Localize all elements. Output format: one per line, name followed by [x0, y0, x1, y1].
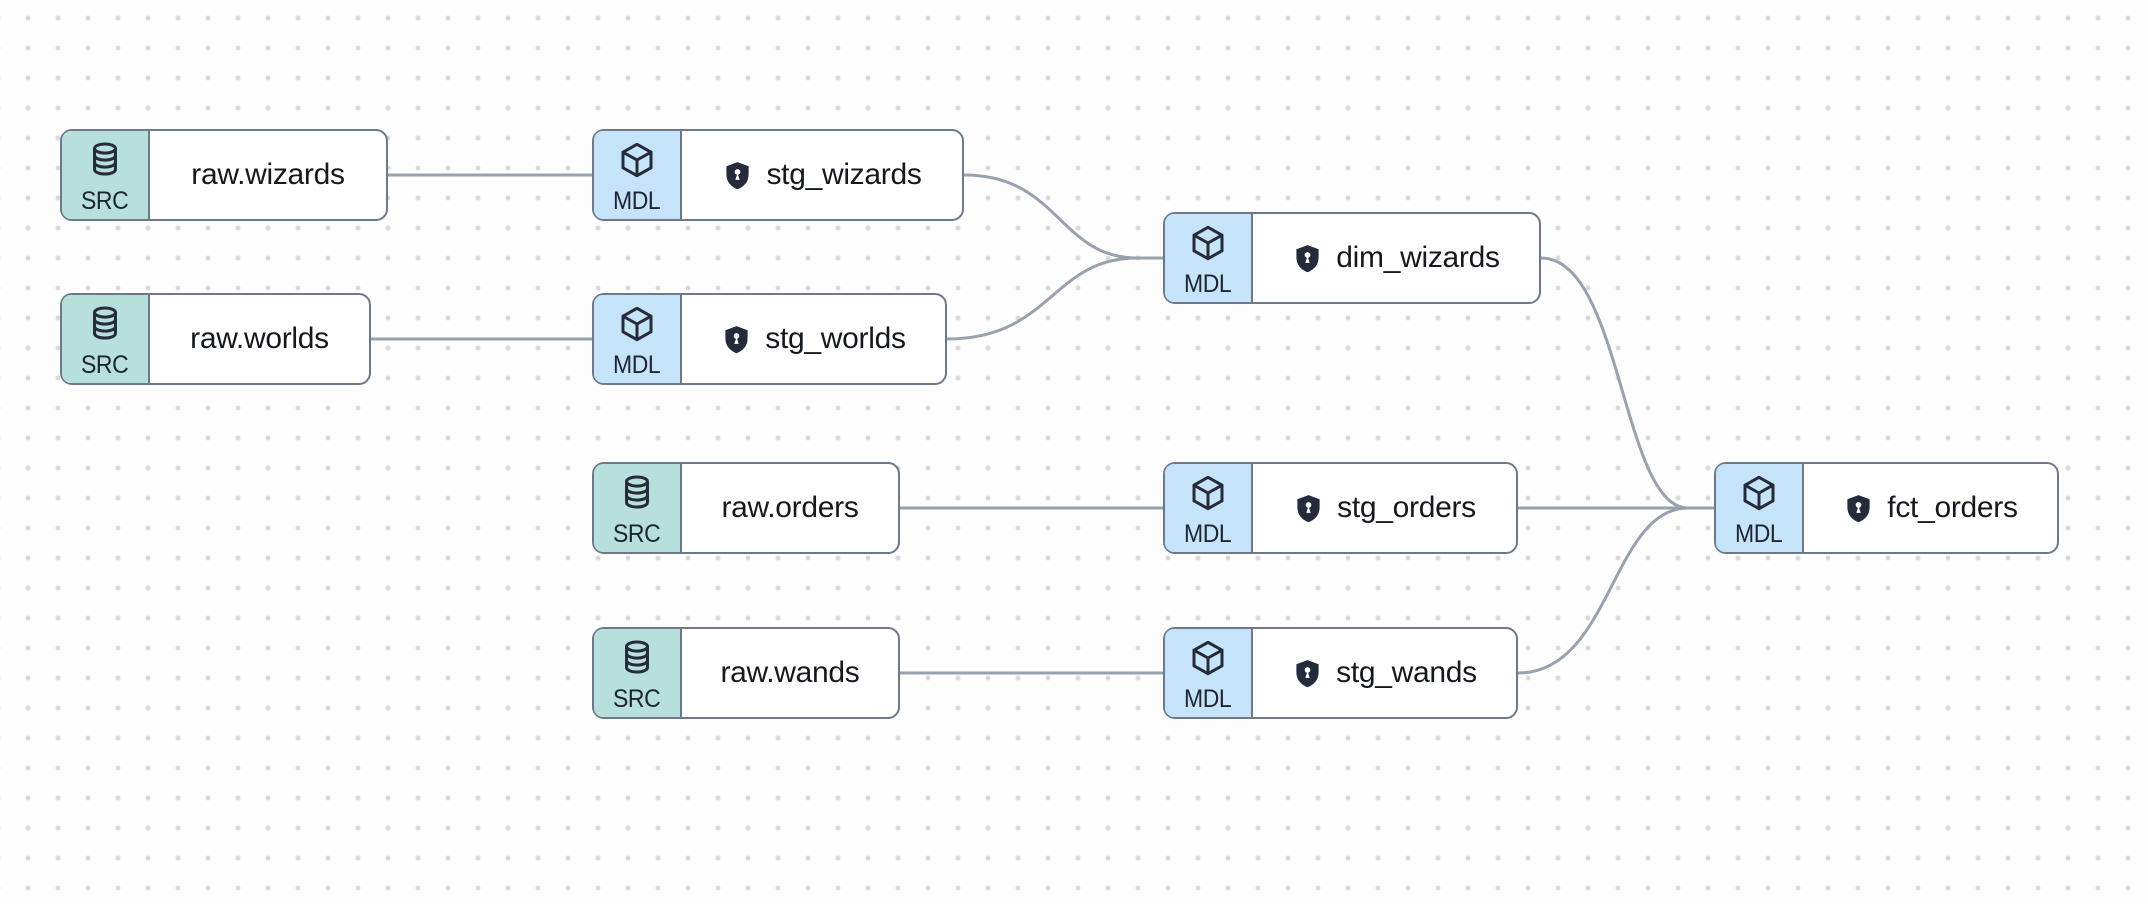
node-name-label: dim_wizards [1336, 241, 1500, 274]
node-body: fct_orders [1804, 464, 2057, 552]
node-body: stg_wizards [682, 131, 962, 219]
edge-stg_wands-to-fct_orders [1516, 506, 1716, 675]
lineage-node-fct_orders[interactable]: MDL fct_orders [1714, 462, 2059, 554]
cube-icon [1188, 638, 1228, 678]
lineage-node-dim_wizards[interactable]: MDL dim_wizards [1163, 212, 1541, 304]
database-icon [618, 473, 656, 511]
node-type-badge: MDL [1165, 464, 1253, 552]
shield-lock-icon [1293, 493, 1324, 524]
node-type-badge: MDL [1165, 629, 1253, 717]
lineage-node-raw_orders[interactable]: SRC raw.orders [592, 462, 900, 554]
shield-lock-icon [1843, 493, 1874, 524]
database-icon [86, 140, 124, 178]
node-type-label: MDL [1184, 270, 1232, 298]
cube-icon [1188, 223, 1228, 263]
lineage-node-stg_wizards[interactable]: MDL stg_wizards [592, 129, 964, 221]
node-body: raw.wands [682, 629, 898, 717]
node-type-badge: SRC [594, 464, 682, 552]
cube-icon [617, 140, 657, 180]
cube-icon [1188, 473, 1228, 513]
edge-dim_wizards-to-fct_orders [1539, 256, 1716, 510]
node-body: stg_orders [1253, 464, 1516, 552]
node-type-badge: MDL [594, 295, 682, 383]
node-name-label: raw.orders [721, 491, 859, 524]
node-type-label: MDL [613, 351, 661, 379]
node-name-label: raw.worlds [190, 322, 329, 355]
node-name-label: raw.wands [720, 656, 860, 689]
cube-icon [617, 304, 657, 344]
database-icon [618, 638, 656, 676]
shield-lock-icon [1292, 658, 1323, 689]
node-type-label: MDL [1184, 685, 1232, 713]
edge-stg_worlds-to-dim_wizards [945, 256, 1165, 341]
node-type-label: SRC [81, 351, 129, 379]
node-type-label: SRC [613, 685, 661, 713]
node-type-badge: MDL [594, 131, 682, 219]
node-name-label: raw.wizards [191, 158, 345, 191]
lineage-node-raw_wands[interactable]: SRC raw.wands [592, 627, 900, 719]
node-body: raw.worlds [150, 295, 369, 383]
node-type-badge: MDL [1165, 214, 1253, 302]
node-body: raw.orders [682, 464, 898, 552]
node-body: raw.wizards [150, 131, 386, 219]
lineage-node-raw_worlds[interactable]: SRC raw.worlds [60, 293, 371, 385]
edge-stg_wizards-to-dim_wizards [962, 173, 1165, 260]
cube-icon [1739, 473, 1779, 513]
node-body: dim_wizards [1253, 214, 1539, 302]
lineage-node-stg_worlds[interactable]: MDL stg_worlds [592, 293, 947, 385]
node-type-label: MDL [613, 187, 661, 215]
node-type-badge: SRC [62, 295, 150, 383]
node-name-label: stg_wands [1336, 656, 1477, 689]
node-type-label: MDL [1184, 520, 1232, 548]
node-name-label: stg_worlds [765, 322, 906, 355]
node-body: stg_worlds [682, 295, 945, 383]
shield-lock-icon [1292, 243, 1323, 274]
lineage-node-raw_wizards[interactable]: SRC raw.wizards [60, 129, 388, 221]
shield-lock-icon [721, 324, 752, 355]
node-name-label: stg_wizards [766, 158, 922, 191]
node-name-label: stg_orders [1337, 491, 1476, 524]
shield-lock-icon [722, 160, 753, 191]
node-type-badge: MDL [1716, 464, 1804, 552]
node-type-badge: SRC [594, 629, 682, 717]
node-name-label: fct_orders [1887, 491, 2018, 524]
database-icon [86, 304, 124, 342]
node-type-label: SRC [613, 520, 661, 548]
node-body: stg_wands [1253, 629, 1516, 717]
lineage-node-stg_wands[interactable]: MDL stg_wands [1163, 627, 1518, 719]
node-type-label: MDL [1735, 520, 1783, 548]
node-type-badge: SRC [62, 131, 150, 219]
node-type-label: SRC [81, 187, 129, 215]
lineage-node-stg_orders[interactable]: MDL stg_orders [1163, 462, 1518, 554]
